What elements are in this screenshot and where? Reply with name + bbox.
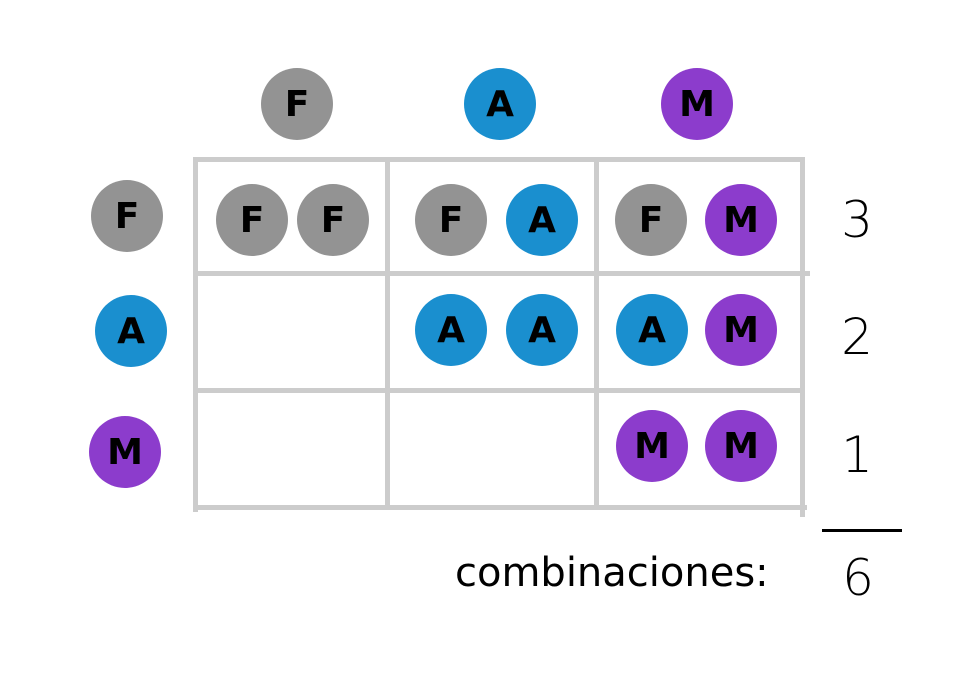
column-header-f: F: [261, 68, 333, 140]
cell-circle: A: [506, 294, 578, 366]
cell-circle: M: [705, 410, 777, 482]
grid-line: [385, 157, 390, 507]
cell-circle: F: [615, 184, 687, 256]
sum-line: [822, 529, 902, 532]
row-header-m: M: [89, 416, 161, 488]
row-count: 2: [841, 308, 873, 366]
row-header-a: A: [95, 295, 167, 367]
row-count: 3: [841, 191, 873, 249]
cell-circle: F: [297, 184, 369, 256]
cell-circle: F: [415, 184, 487, 256]
grid-line: [193, 157, 198, 512]
column-header-a: A: [464, 68, 536, 140]
cell-circle: A: [415, 294, 487, 366]
cell-circle: F: [216, 184, 288, 256]
total-count: 6: [842, 549, 874, 607]
cell-circle: M: [616, 410, 688, 482]
cell-circle: M: [705, 294, 777, 366]
cell-circle: M: [705, 184, 777, 256]
grid-line: [195, 157, 805, 162]
grid-line: [195, 271, 810, 276]
cell-circle: A: [616, 294, 688, 366]
total-label: combinaciones:: [455, 550, 769, 596]
grid-line: [195, 505, 807, 510]
cell-circle: A: [506, 184, 578, 256]
grid-line: [195, 388, 805, 393]
grid-line: [800, 157, 805, 517]
column-header-m: M: [661, 68, 733, 140]
grid-line: [594, 157, 599, 507]
row-count: 1: [841, 426, 873, 484]
row-header-f: F: [91, 180, 163, 252]
